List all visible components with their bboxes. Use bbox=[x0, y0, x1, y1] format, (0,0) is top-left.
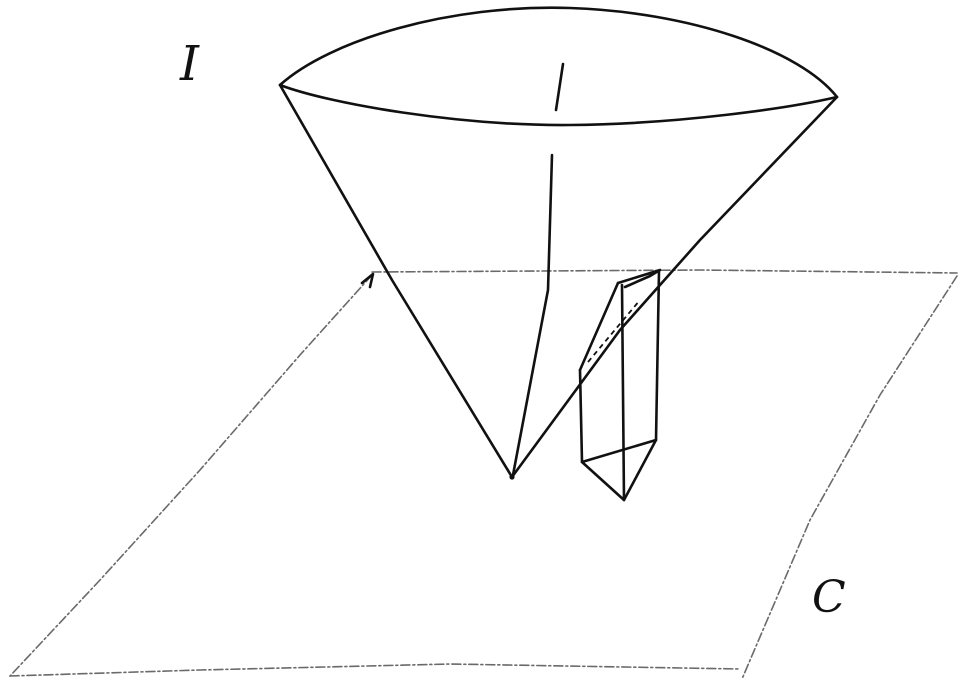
prism bbox=[580, 270, 660, 500]
prism-top bbox=[618, 270, 660, 287]
plane-front-edge bbox=[10, 664, 740, 676]
prism-middle-edge bbox=[622, 285, 624, 500]
prism-right-edge bbox=[656, 271, 659, 440]
cone-label: I bbox=[179, 36, 200, 92]
cone-rim-back bbox=[280, 8, 837, 97]
cone-apex bbox=[509, 474, 514, 479]
plane-left-edge bbox=[10, 275, 372, 676]
cone-axis bbox=[513, 155, 552, 475]
cone-right-side bbox=[512, 97, 837, 477]
prism-bottom bbox=[582, 440, 656, 500]
cone-axis bbox=[556, 64, 563, 110]
cone-left-side bbox=[280, 85, 512, 477]
cone bbox=[280, 8, 837, 480]
plane-back-edge bbox=[372, 270, 957, 273]
plane-right-edge bbox=[742, 276, 957, 679]
plane-label: C bbox=[812, 572, 846, 623]
